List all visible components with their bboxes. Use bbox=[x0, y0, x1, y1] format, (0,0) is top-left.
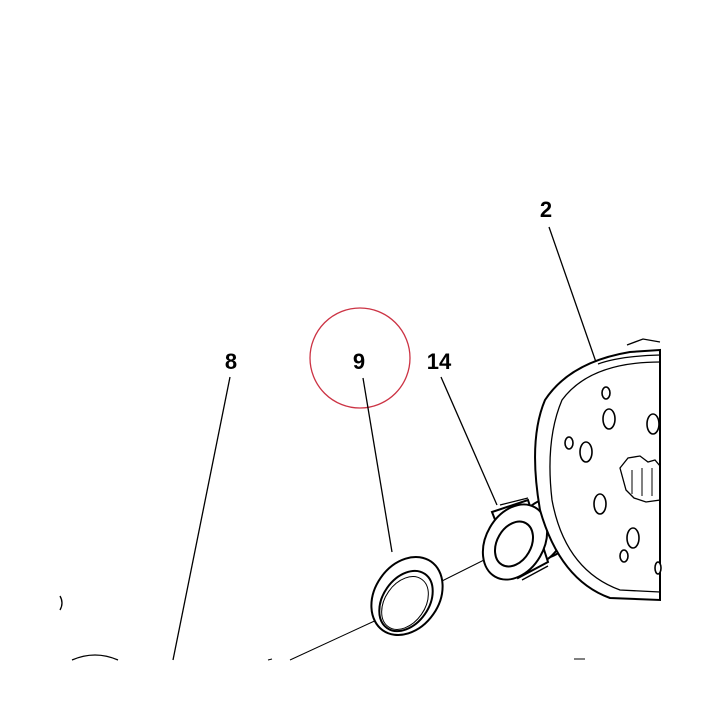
leader-line-2 bbox=[548, 226, 598, 366]
cropped-part-fragments bbox=[59, 595, 585, 661]
leader-line-8 bbox=[172, 376, 231, 661]
hub-part-2[interactable] bbox=[534, 338, 662, 602]
callout-label-14[interactable]: 14 bbox=[427, 349, 452, 374]
callout-label-9[interactable]: 9 bbox=[353, 349, 365, 374]
callout-label-2[interactable]: 2 bbox=[540, 197, 552, 222]
callout-label-8[interactable]: 8 bbox=[225, 349, 237, 374]
washer-part-9[interactable] bbox=[357, 543, 458, 649]
callout-highlight-circle[interactable] bbox=[309, 307, 411, 409]
leader-line-14 bbox=[440, 376, 498, 506]
hub-bolt-holes bbox=[564, 386, 662, 575]
leader-line-9 bbox=[362, 377, 393, 553]
hub-spline bbox=[619, 455, 661, 503]
